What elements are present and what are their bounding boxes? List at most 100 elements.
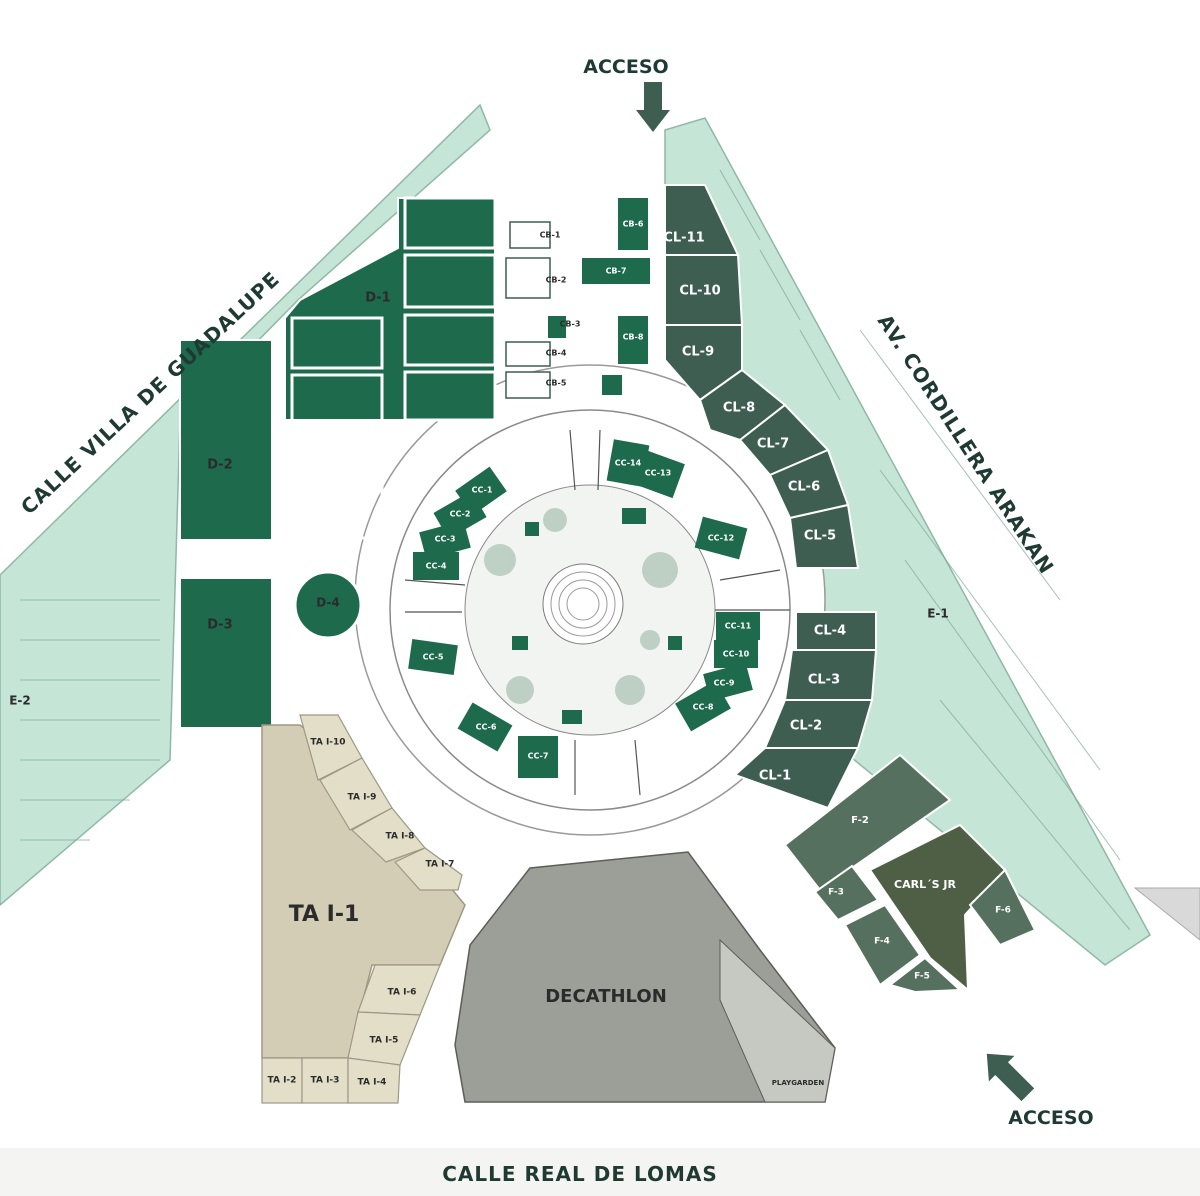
lot-cc-6[interactable]	[457, 702, 513, 752]
lot-cc-5[interactable]	[408, 638, 458, 676]
lot-cc-7-label: CC-7	[528, 752, 549, 761]
lot-cc-11[interactable]	[716, 612, 760, 640]
lot-d-3-label: D-3	[207, 618, 232, 633]
kiosk-north	[602, 375, 622, 395]
lot-cl-1[interactable]	[733, 747, 860, 810]
lot-cb-7-label: CB-7	[606, 267, 627, 276]
lot-e-1-label: E-1	[927, 607, 949, 621]
lot-tai-7[interactable]	[394, 847, 463, 891]
lot-cl-4-label: CL-4	[814, 624, 846, 639]
lot-cc-10[interactable]	[714, 640, 758, 668]
lot-cl-5-label: CL-5	[804, 529, 836, 544]
south-access-arrow-icon	[986, 1053, 1035, 1102]
lot-cb-6[interactable]	[618, 198, 648, 250]
lot-cc-9-label: CC-9	[714, 679, 735, 688]
lot-f-2-label: F-2	[851, 815, 869, 826]
lot-d-4-label: D-4	[316, 596, 340, 610]
lot-cb-3-label: CB-3	[560, 320, 581, 329]
lot-f-2[interactable]	[783, 753, 952, 892]
lot-cc-1-label: CC-1	[472, 486, 493, 495]
lot-f-5-label: F-5	[914, 972, 930, 982]
kiosk-3	[512, 636, 528, 650]
lot-cc-12-label: CC-12	[708, 534, 734, 543]
lot-f-6[interactable]	[968, 868, 1037, 947]
lot-f-5[interactable]	[887, 956, 963, 994]
lot-tai-5-label: TA I-5	[370, 1036, 399, 1046]
lot-cc-14[interactable]	[606, 439, 650, 487]
lot-cc-14-label: CC-14	[615, 459, 642, 468]
lot-cb-3[interactable]	[548, 316, 566, 338]
lot-d-4[interactable]	[293, 570, 363, 640]
lot-d-2[interactable]	[179, 339, 273, 541]
lot-cb-5[interactable]	[505, 371, 551, 399]
lot-tai-4-label: TA I-4	[358, 1078, 387, 1088]
playgarden-label: PLAYGARDEN	[772, 1079, 825, 1087]
lot-cl-2-label: CL-2	[790, 719, 822, 734]
kiosk-5	[562, 710, 582, 724]
lot-tai-4[interactable]	[347, 1057, 401, 1104]
lot-d-1-label: D-1	[365, 291, 390, 306]
lot-d-3[interactable]	[179, 577, 273, 729]
lot-cc-3[interactable]	[419, 520, 471, 560]
lot-cl-8-label: CL-8	[723, 401, 755, 416]
lot-carls-jr[interactable]	[868, 823, 1007, 993]
lot-f-4[interactable]	[843, 903, 922, 987]
lot-e-2-label: E-2	[9, 694, 31, 708]
lot-tai-3[interactable]	[301, 1057, 349, 1104]
lot-cc-4[interactable]	[413, 552, 459, 580]
lot-decathlon-label: DECATHLON	[545, 986, 667, 1007]
lot-carls-jr-label: CARL´S JR	[894, 878, 956, 891]
lot-cl-9-label: CL-9	[682, 345, 714, 360]
lot-cl-11-label: CL-11	[663, 231, 704, 246]
lot-cb-8[interactable]	[618, 316, 648, 364]
playgarden-area	[719, 938, 836, 1103]
central-amphitheater	[542, 563, 624, 645]
lot-cc-8-label: CC-8	[693, 703, 714, 712]
lot-tai-10-label: TA I-10	[310, 738, 345, 748]
south-access-label: ACCESO	[1008, 1107, 1093, 1129]
lot-cb-2[interactable]	[505, 257, 551, 299]
lot-f-3[interactable]	[813, 864, 880, 922]
lot-tai-6-label: TA I-6	[388, 988, 417, 998]
lot-cc-5-label: CC-5	[423, 653, 444, 662]
lot-f-3-label: F-3	[828, 888, 844, 898]
lot-cb-7[interactable]	[582, 258, 650, 284]
lot-cc-12[interactable]	[694, 516, 748, 560]
lot-cb-2-label: CB-2	[546, 276, 567, 285]
kiosk-4	[668, 636, 682, 650]
lot-cc-13-label: CC-13	[645, 469, 671, 478]
lot-cl-7-label: CL-7	[757, 437, 789, 452]
lot-tai-8-label: TA I-8	[386, 832, 415, 842]
lot-cb-4-label: CB-4	[546, 349, 567, 358]
lot-tai-7-label: TA I-7	[426, 860, 455, 870]
lot-cl-10-label: CL-10	[679, 284, 720, 299]
lot-cl-5[interactable]	[788, 503, 860, 569]
lot-cb-1[interactable]	[509, 221, 551, 249]
lot-tai-9-label: TA I-9	[348, 793, 377, 803]
lot-cc-9[interactable]	[703, 662, 753, 702]
lot-cc-3-label: CC-3	[435, 535, 456, 544]
lot-cc-11-label: CC-11	[725, 622, 752, 631]
north-access-arrow-icon	[636, 82, 670, 132]
lot-tai-2-label: TA I-2	[268, 1076, 297, 1086]
lot-cb-8-label: CB-8	[623, 333, 644, 342]
lot-tai-3-label: TA I-3	[311, 1076, 340, 1086]
street-south-label: CALLE REAL DE LOMAS	[442, 1162, 718, 1186]
lot-cb-6-label: CB-6	[623, 220, 644, 229]
lot-tai-1-label: TA I-1	[289, 902, 360, 927]
lot-f-6-label: F-6	[995, 906, 1011, 916]
lot-cc-4-label: CC-4	[426, 562, 447, 571]
lot-cl-3-label: CL-3	[808, 673, 840, 688]
lot-cl-6-label: CL-6	[788, 480, 820, 495]
lot-cb-5-label: CB-5	[546, 379, 567, 388]
kiosk-2	[622, 508, 646, 524]
lot-d-2-label: D-2	[207, 458, 232, 473]
lot-cc-10-label: CC-10	[723, 650, 750, 659]
lot-cc-2-label: CC-2	[450, 510, 471, 519]
lot-cc-7[interactable]	[518, 736, 558, 778]
lot-cb-4[interactable]	[505, 341, 551, 367]
lot-cb-1-label: CB-1	[540, 231, 561, 240]
lot-cc-6-label: CC-6	[476, 723, 497, 732]
north-access-label: ACCESO	[583, 56, 668, 78]
